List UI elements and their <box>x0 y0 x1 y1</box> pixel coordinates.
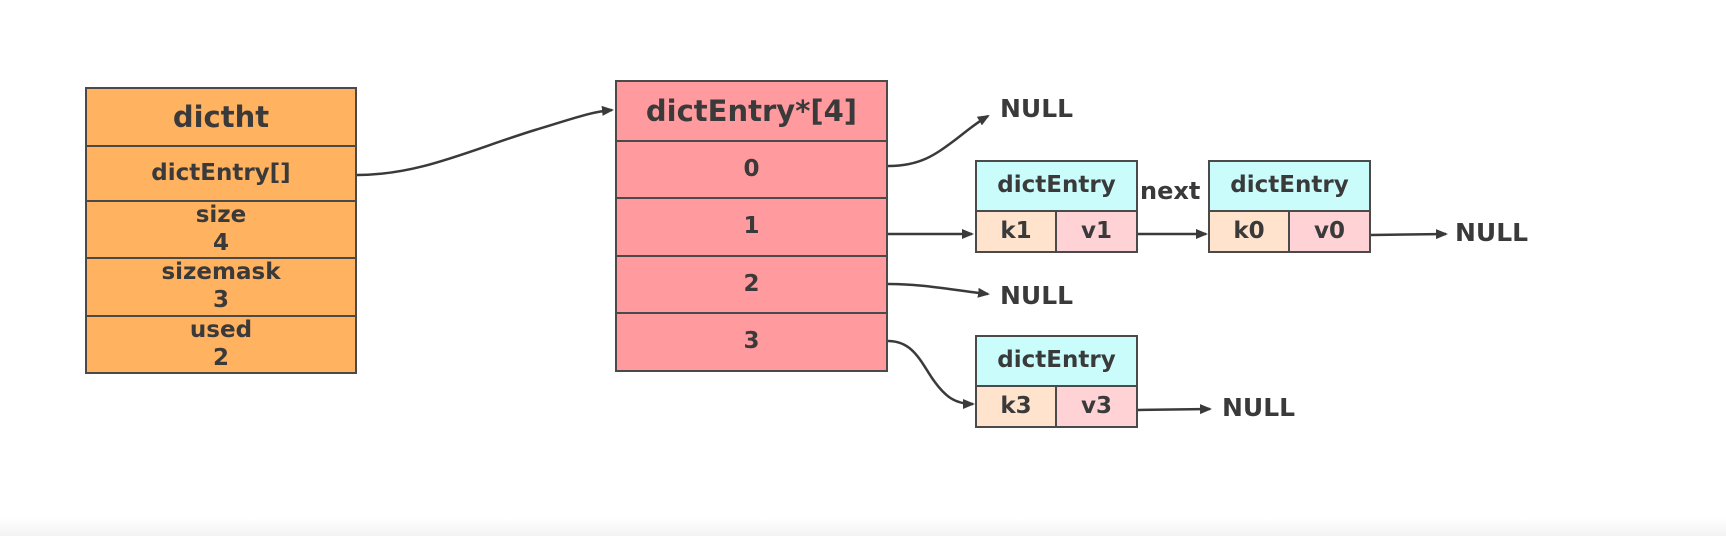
table-slot-2: 2 <box>615 255 888 314</box>
entry-k0-key: k0 <box>1208 210 1290 253</box>
dictht-field-sizemask: sizemask 3 <box>85 257 357 317</box>
table-title: dictEntry*[4] <box>615 80 888 142</box>
entry-k0-value: v0 <box>1288 210 1371 253</box>
dictht-field-used: used 2 <box>85 315 357 374</box>
arrow-slot-3-to-entry-k3 <box>887 339 975 409</box>
null-label-entry-k3: NULL <box>1222 393 1296 422</box>
arrow-entry-k0-to-null <box>1370 229 1448 240</box>
arrow-slot-2-to-null <box>887 282 990 298</box>
entry-k1-key: k1 <box>975 210 1057 253</box>
table-slot-1: 1 <box>615 197 888 257</box>
table-slot-0: 0 <box>615 140 888 199</box>
dictht-field-size: size 4 <box>85 200 357 259</box>
arrow-entry-k3-to-null <box>1137 404 1212 415</box>
dictht-title: dictht <box>85 87 357 147</box>
table-slot-3: 3 <box>615 312 888 372</box>
dictht-field-table: dictEntry[] <box>85 145 357 202</box>
entry-k0-title: dictEntry <box>1208 160 1371 212</box>
arrow-dictentry-array-to-table <box>356 105 614 177</box>
entry-k3-title: dictEntry <box>975 335 1138 387</box>
bottom-edge-shade <box>0 518 1726 536</box>
entry-k1-value: v1 <box>1055 210 1138 253</box>
next-label: next <box>1140 177 1201 205</box>
entry-k1-title: dictEntry <box>975 160 1138 212</box>
null-label-slot-2: NULL <box>1000 281 1074 310</box>
null-label-slot-0: NULL <box>1000 94 1074 123</box>
entry-k3-value: v3 <box>1055 385 1138 428</box>
arrow-slot-0-to-null <box>887 114 990 168</box>
entry-k3-key: k3 <box>975 385 1057 428</box>
null-label-entry-k0: NULL <box>1455 218 1529 247</box>
